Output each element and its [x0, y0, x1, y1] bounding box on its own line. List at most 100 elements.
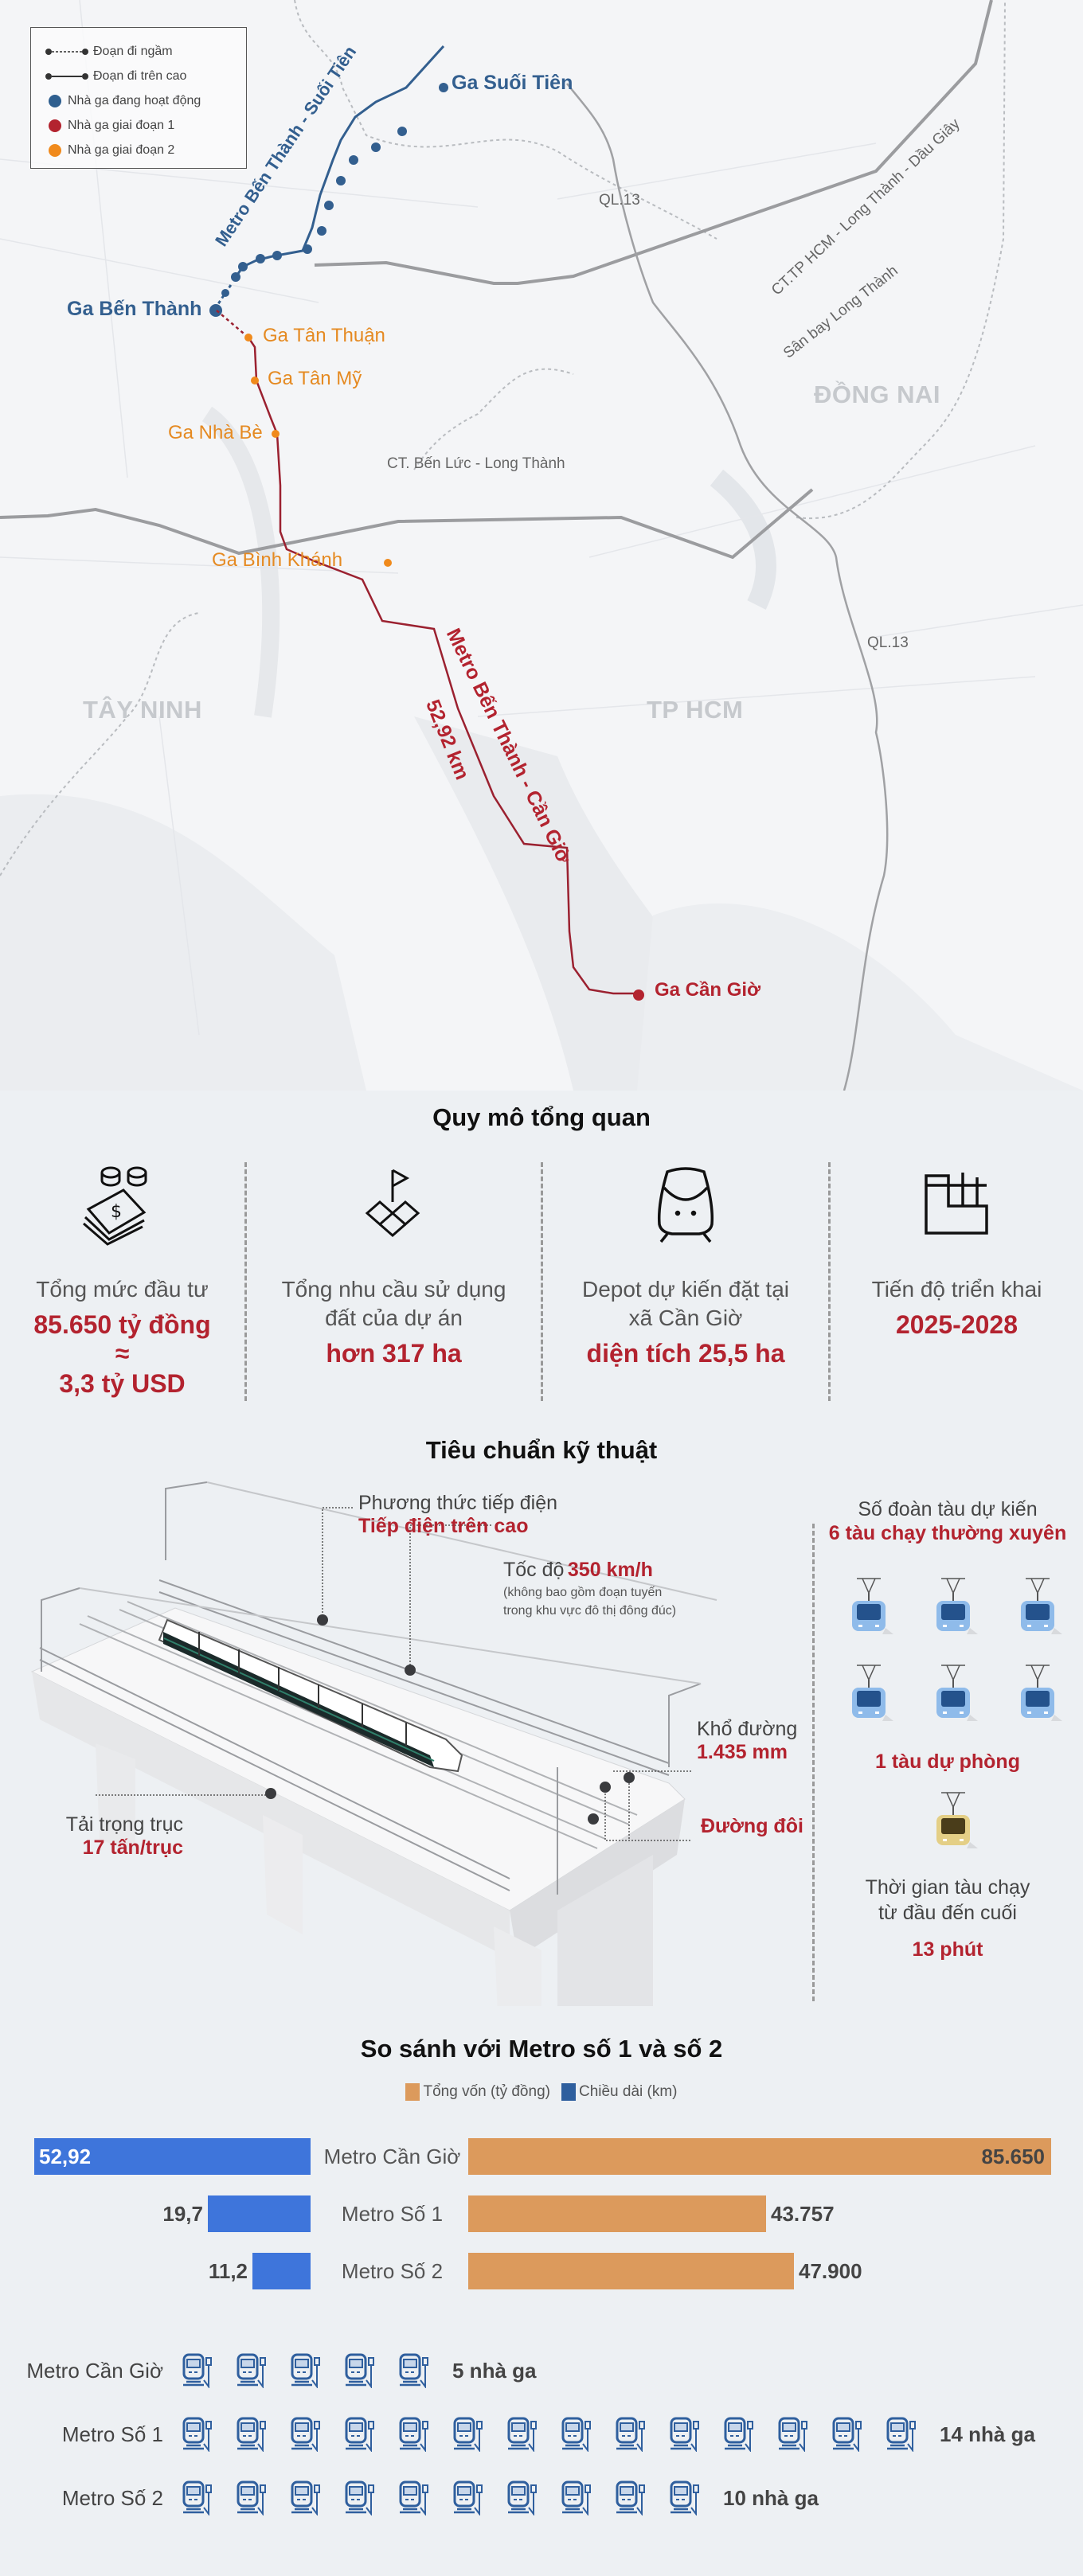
station-icon: [398, 2417, 430, 2456]
divider: [244, 1162, 247, 1401]
divider: [541, 1162, 543, 1401]
station-tan-thuan: Ga Tân Thuận: [263, 325, 385, 346]
train-blue-icon: [843, 1662, 895, 1727]
viaduct-illustration: [30, 1481, 717, 2006]
station-binh-khanh: Ga Bình Khánh: [212, 549, 343, 571]
solid-line-icon: [44, 72, 93, 81]
train-blue-icon: [1011, 1662, 1064, 1727]
train-front-icon: [543, 1156, 828, 1251]
comparison-legend: Tổng vốn (tỷ đồng) Chiều dài (km): [0, 2083, 1083, 2101]
station-can-gio: Ga Cần Giờ: [655, 979, 761, 1001]
blue-dot-icon: [49, 94, 61, 107]
route-map: Đoạn đi ngầm Đoạn đi trên cao Nhà ga đan…: [0, 0, 1083, 1091]
progress-icon: [831, 1156, 1083, 1251]
overview-investment: $ Tổng mức đầu tư 85.650 tỷ đồng ≈ 3,3 t…: [0, 1156, 244, 1403]
station-icon: [236, 2417, 268, 2456]
track-callout: Đường đôi: [701, 1815, 803, 1837]
overview-schedule: Tiến độ triển khai 2025-2028: [831, 1156, 1083, 1403]
legend-phase1-station: Nhà ga giai đoạn 1: [44, 113, 246, 138]
station-icon: [723, 2417, 755, 2456]
region-dong-nai: ĐỒNG NAI: [814, 381, 940, 408]
tech-title: Tiêu chuẩn kỹ thuật: [425, 1436, 658, 1464]
station-icon: [236, 2353, 268, 2392]
legend-capital: Tổng vốn (tỷ đồng): [405, 2083, 550, 2101]
land-flag-icon: [247, 1156, 541, 1251]
station-icon: [290, 2353, 322, 2392]
legend-length: Chiều dài (km): [561, 2083, 678, 2101]
line1-stations: [209, 83, 448, 317]
station-icon: [506, 2417, 538, 2456]
station-icon: [777, 2417, 809, 2456]
orange-swatch-icon: [405, 2083, 420, 2101]
station-icon: [831, 2417, 863, 2456]
legend-phase2-station: Nhà ga giai đoạn 2: [44, 138, 246, 162]
map-background: [0, 0, 1083, 1091]
orange-dot-icon: [49, 143, 61, 157]
divider: [812, 1524, 815, 2001]
blue-swatch-icon: [561, 2083, 576, 2101]
station-tan-my: Ga Tân Mỹ: [268, 368, 362, 389]
road-ql13-top: QL.13: [599, 192, 640, 209]
station-icons: 10 nhà ga: [182, 2480, 819, 2519]
road-ct-bl-lt: CT. Bến Lức - Long Thành: [387, 455, 565, 472]
capital-bar: [468, 2195, 766, 2232]
station-icon: [398, 2480, 430, 2519]
station-suoi-tien: Ga Suối Tiên: [452, 72, 573, 94]
capital-value: 43.757: [771, 2202, 835, 2226]
station-count-label: 10 nhà ga: [723, 2486, 819, 2510]
divider: [828, 1162, 831, 1401]
regular-trains: [823, 1575, 1083, 1727]
length-bar: [252, 2253, 311, 2289]
row-label: Metro Số 1: [341, 2202, 444, 2226]
overview-depot: Depot dự kiến đặt tại xã Cần Giờ diện tí…: [543, 1156, 828, 1403]
station-count-label: 5 nhà ga: [452, 2359, 537, 2383]
region-tay-ninh: TÂY NINH: [83, 696, 202, 724]
station-icon: [452, 2480, 484, 2519]
money-icon: $: [0, 1156, 244, 1251]
capital-bar: [468, 2253, 794, 2289]
train-blue-icon: [1011, 1575, 1064, 1640]
train-blue-icon: [843, 1575, 895, 1640]
row-label: Metro Số 1: [61, 2422, 163, 2446]
legend-underground: Đoạn đi ngầm: [44, 39, 246, 64]
gauge-callout: Khổ đường 1.435 mm: [697, 1718, 798, 1763]
train-blue-icon: [927, 1575, 979, 1640]
legend-elevated: Đoạn đi trên cao: [44, 64, 246, 88]
axle-callout: Tải trọng trục 17 tấn/trục: [65, 1813, 183, 1859]
station-icon: [344, 2353, 376, 2392]
station-count-label: 14 nhà ga: [940, 2422, 1035, 2446]
station-icons: 5 nhà ga: [182, 2353, 536, 2392]
station-icon: [452, 2417, 484, 2456]
station-icon: [182, 2417, 213, 2456]
region-tp-hcm: TP HCM: [647, 696, 744, 724]
train-blue-icon: [927, 1662, 979, 1727]
row-label: Metro Số 2: [61, 2486, 163, 2510]
row-label: Metro Cần Giờ: [26, 2359, 163, 2383]
length-bar: [208, 2195, 311, 2232]
station-icon: [615, 2480, 647, 2519]
red-dot-icon: [49, 119, 61, 132]
tech-section: Phương thức tiếp điện Tiếp điện trên cao…: [0, 1481, 1083, 2006]
reserve-trains: [823, 1790, 1083, 1854]
station-nha-be: Ga Nhà Bè: [168, 422, 263, 443]
dashed-line-icon: [44, 47, 93, 57]
svg-text:$: $: [111, 1202, 122, 1222]
station-icons: 14 nhà ga: [182, 2417, 1035, 2456]
station-icon: [344, 2480, 376, 2519]
power-callout: Phương thức tiếp điện Tiếp điện trên cao: [358, 1492, 558, 1537]
station-icon: [182, 2353, 213, 2392]
trains-panel: Số đoàn tàu dự kiến 6 tàu chạy thường xu…: [812, 1497, 1083, 2006]
station-count-row: Metro Số 2 10 nhà ga: [0, 2474, 1083, 2522]
station-icon: [886, 2417, 917, 2456]
station-ben-thanh: Ga Bến Thành: [67, 298, 202, 320]
map-legend: Đoạn đi ngầm Đoạn đi trên cao Nhà ga đan…: [30, 27, 247, 169]
station-icon: [344, 2417, 376, 2456]
overview-section: $ Tổng mức đầu tư 85.650 tỷ đồng ≈ 3,3 t…: [0, 1156, 1083, 1403]
station-icon: [290, 2417, 322, 2456]
overview-title: Quy mô tổng quan: [432, 1103, 651, 1131]
station-icon: [669, 2480, 701, 2519]
road-ql13-bottom: QL.13: [867, 634, 909, 651]
length-bar: 52,92: [34, 2138, 311, 2175]
